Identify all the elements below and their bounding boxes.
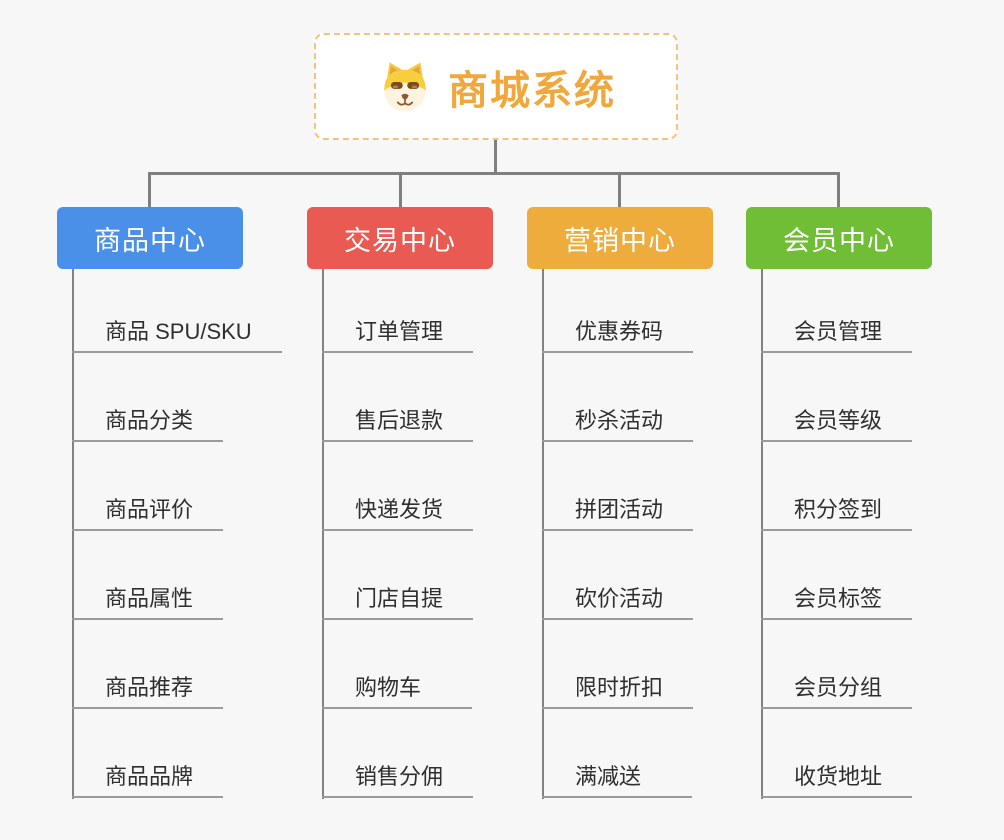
leaf-node[interactable]: 商品分类	[72, 353, 224, 442]
leaf-node[interactable]: 销售分佣	[322, 709, 474, 798]
leaf-node[interactable]: 商品品牌	[72, 709, 224, 798]
branch-node-member-center[interactable]: 会员中心	[746, 207, 932, 269]
leaf-node[interactable]: 商品评价	[72, 442, 224, 531]
root-node-mall-system[interactable]: 商城系统	[314, 33, 678, 140]
branch-stub-line	[618, 172, 621, 208]
leaf-node[interactable]: 商品 SPU/SKU	[72, 264, 282, 353]
branch-items: 订单管理 售后退款 快递发货 门店自提 购物车 销售分佣	[322, 264, 474, 798]
horizontal-connector	[148, 172, 840, 175]
leaf-node[interactable]: 拼团活动	[542, 442, 694, 531]
leaf-node[interactable]: 售后退款	[322, 353, 474, 442]
branch-trunk-line	[72, 269, 74, 799]
leaf-node[interactable]: 商品推荐	[72, 620, 224, 709]
leaf-node[interactable]: 优惠券码	[542, 264, 694, 353]
leaf-node[interactable]: 砍价活动	[542, 531, 694, 620]
leaf-node[interactable]: 门店自提	[322, 531, 474, 620]
branch-trunk-line	[542, 269, 544, 799]
leaf-node[interactable]: 收货地址	[761, 709, 913, 798]
leaf-node[interactable]: 会员管理	[761, 264, 913, 353]
branch-items: 会员管理 会员等级 积分签到 会员标签 会员分组 收货地址	[761, 264, 913, 798]
leaf-node[interactable]: 快递发货	[322, 442, 474, 531]
leaf-node[interactable]: 会员分组	[761, 620, 913, 709]
branch-node-trade-center[interactable]: 交易中心	[307, 207, 493, 269]
branch-trunk-line	[322, 269, 324, 799]
dog-face-icon	[384, 62, 426, 111]
root-stem-line	[494, 140, 497, 174]
leaf-node[interactable]: 限时折扣	[542, 620, 694, 709]
branch-stub-line	[399, 172, 402, 208]
branch-node-product-center[interactable]: 商品中心	[57, 207, 243, 269]
branch-items: 商品 SPU/SKU 商品分类 商品评价 商品属性 商品推荐 商品品牌	[72, 264, 282, 798]
branch-stub-line	[837, 172, 840, 208]
branch-node-marketing-center[interactable]: 营销中心	[527, 207, 713, 269]
branch-items: 优惠券码 秒杀活动 拼团活动 砍价活动 限时折扣 满减送	[542, 264, 694, 798]
leaf-node[interactable]: 会员标签	[761, 531, 913, 620]
leaf-node[interactable]: 订单管理	[322, 264, 474, 353]
branch-trunk-line	[761, 269, 763, 799]
leaf-node[interactable]: 购物车	[322, 620, 472, 709]
leaf-node[interactable]: 积分签到	[761, 442, 913, 531]
leaf-node[interactable]: 商品属性	[72, 531, 224, 620]
branch-stub-line	[148, 172, 151, 208]
leaf-node[interactable]: 秒杀活动	[542, 353, 694, 442]
leaf-node[interactable]: 会员等级	[761, 353, 913, 442]
root-title: 商城系统	[448, 68, 616, 113]
leaf-node[interactable]: 满减送	[542, 709, 692, 798]
